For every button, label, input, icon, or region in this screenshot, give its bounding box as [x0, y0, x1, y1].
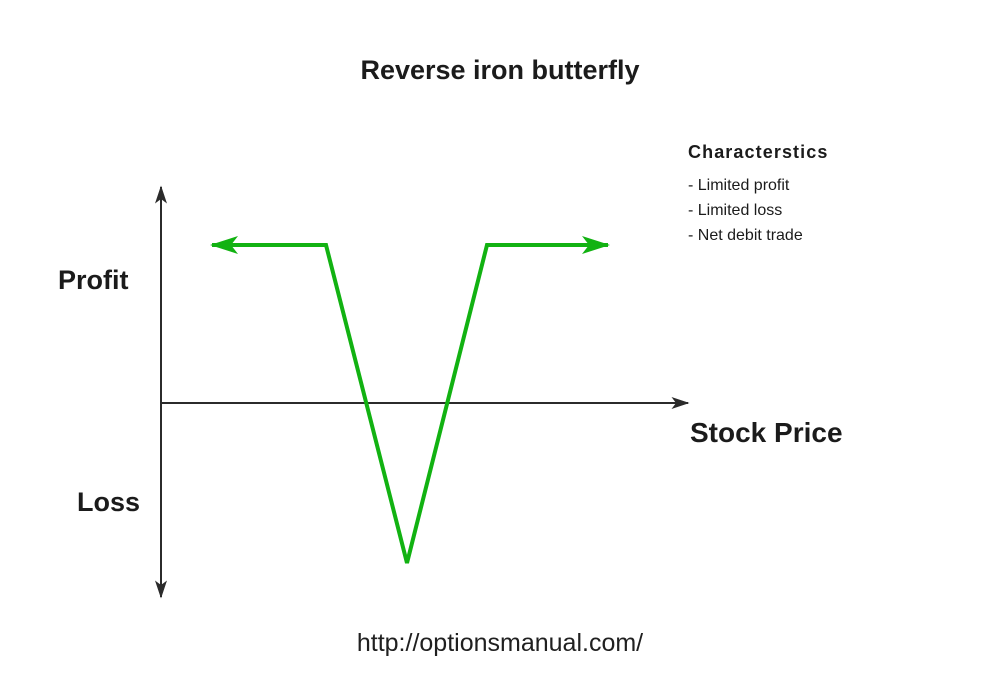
chart-title: Reverse iron butterfly — [360, 55, 640, 85]
characteristic-item: - Limited loss — [688, 202, 783, 219]
payoff-line — [210, 236, 610, 564]
x-axis-label: Stock Price — [690, 417, 843, 448]
characteristic-item: - Limited profit — [688, 177, 790, 194]
profit-axis-label: Profit — [58, 265, 129, 295]
characteristics-panel: Characterstics - Limited profit - Limite… — [688, 143, 828, 248]
loss-axis-label: Loss — [77, 487, 141, 517]
characteristics-heading: Characterstics — [688, 142, 829, 162]
footer-url: http://optionsmanual.com/ — [356, 629, 644, 657]
characteristic-item: - Net debit trade — [688, 227, 803, 244]
